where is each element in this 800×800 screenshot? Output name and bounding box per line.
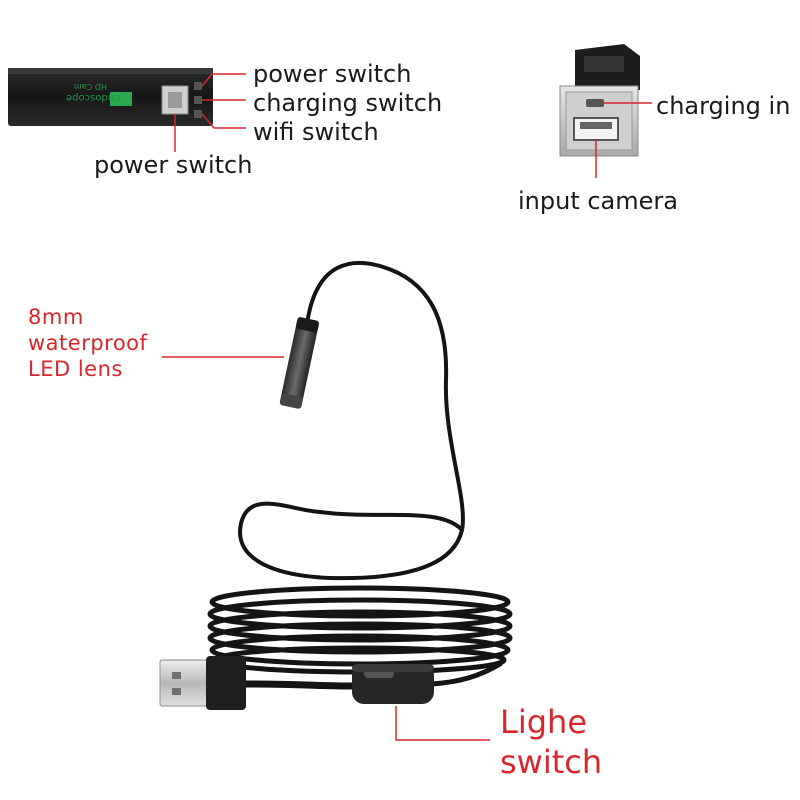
charging-switch-label: charging switch <box>253 89 443 117</box>
device-brand-print: Endoscope <box>66 92 121 103</box>
charging-in-label: charging in <box>656 92 791 120</box>
power-switch-bottom-label: power switch <box>94 151 253 179</box>
lens-led-label: LED lens <box>28 357 123 381</box>
power-button[interactable] <box>194 82 202 90</box>
wifi-box-side-view <box>8 68 213 126</box>
micro-usb-port <box>586 99 604 107</box>
camera-head <box>279 317 319 409</box>
device-sub-print: HD Cam <box>74 82 107 91</box>
charging-button[interactable] <box>194 96 202 104</box>
device-leader-lines <box>174 73 246 152</box>
wifi-badge-icon <box>110 92 132 106</box>
lens-size-label: 8mm <box>28 305 84 329</box>
port-leader-lines <box>595 102 652 178</box>
cable-leader-lines <box>162 356 490 741</box>
light-switch[interactable] <box>352 664 434 704</box>
lens-waterproof-label: waterproof <box>28 331 148 355</box>
wifi-switch-label: wifi switch <box>253 118 379 146</box>
wifi-box-end-view <box>559 44 640 157</box>
light-switch-label-line2: switch <box>500 743 603 781</box>
power-switch-label: power switch <box>253 60 412 88</box>
usb-plug <box>159 656 246 710</box>
input-camera-label: input camera <box>518 187 678 215</box>
endoscope-cable <box>207 260 513 690</box>
light-switch-label-line1: Lighe <box>500 703 587 741</box>
wifi-button[interactable] <box>194 110 202 118</box>
